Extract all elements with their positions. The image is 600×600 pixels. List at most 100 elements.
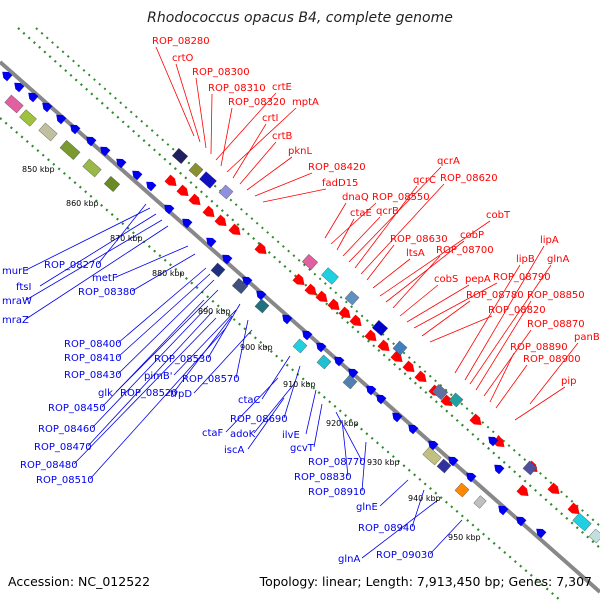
reverse-callout-line	[235, 319, 249, 379]
reverse-gene-arrow	[494, 464, 505, 475]
reverse-gene-label: ctaC	[238, 395, 261, 406]
forward-gene-label: ROP_08700	[436, 245, 494, 256]
reverse-gene-label: iscA	[224, 445, 244, 456]
reverse-callout-line	[313, 403, 323, 448]
forward-gene-label: ROP_08620	[440, 173, 498, 184]
kbp-label: 890 kbp	[198, 307, 231, 316]
forward-gene-label: lipA	[540, 235, 559, 246]
reverse-gene-arrow	[222, 254, 233, 265]
forward-gene-arrow	[469, 413, 482, 425]
reverse-gene-label: ROP_08460	[38, 424, 96, 435]
forward-callout-line	[215, 92, 277, 161]
forward-gene-label: dnaQ	[342, 192, 369, 203]
forward-callout-line	[262, 188, 327, 203]
forward-gene-label: qcrC	[413, 175, 436, 186]
reverse-gene-arrow	[428, 440, 439, 451]
reverse-gene-label: ROP_08770	[308, 457, 366, 468]
reverse-gene-label: ROP_08400	[64, 339, 122, 350]
feature-block	[103, 175, 121, 193]
forward-gene-arrow	[304, 283, 317, 295]
forward-gene-label: ctaE	[350, 208, 372, 219]
forward-callout-line	[336, 218, 355, 251]
feature-block	[301, 253, 319, 271]
kbp-label: 920 kbp	[326, 419, 359, 428]
reverse-callout-line	[117, 273, 211, 358]
reverse-gene-arrow	[334, 356, 345, 367]
reverse-gene-label: murE	[2, 266, 29, 277]
forward-gene-label: ROP_08300	[192, 67, 250, 78]
feature-block	[572, 512, 592, 532]
reverse-callout-line	[173, 309, 237, 376]
forward-gene-label: ROP_08550	[372, 192, 430, 203]
reverse-gene-label: ROP_08690	[230, 414, 288, 425]
reverse-gene-label: ROP_08450	[48, 403, 106, 414]
feature-block	[371, 319, 389, 337]
reverse-callout-line	[335, 411, 363, 462]
feature-block	[231, 277, 249, 295]
feature-block	[38, 122, 58, 142]
feature-blocks	[4, 94, 600, 544]
feature-block	[422, 446, 442, 466]
forward-callout-line	[399, 284, 439, 317]
forward-gene-label: ROP_08820	[488, 305, 546, 316]
forward-gene-arrow	[228, 223, 241, 235]
forward-gene-label: ROP_08790	[493, 272, 551, 283]
reverse-gene-label: ROP_08520	[120, 388, 178, 399]
forward-gene-arrow	[292, 273, 305, 285]
forward-gene-label: pip	[561, 376, 576, 387]
reverse-gene-label: ROP_08270	[44, 260, 102, 271]
feature-block	[171, 147, 189, 165]
reverse-gene-label: adoK	[230, 429, 256, 440]
reverse-gene-label: gcvT	[290, 443, 315, 454]
forward-gene-arrow	[214, 214, 227, 226]
forward-gene-label: cobT	[486, 210, 511, 221]
reverse-gene-label: metF	[92, 273, 118, 284]
forward-callout-line	[220, 107, 233, 167]
reverse-gene-arrow	[282, 314, 293, 325]
reverse-callout-line	[247, 397, 285, 450]
feature-block	[436, 458, 452, 474]
forward-gene-label: ROP_08780	[466, 290, 524, 301]
forward-callout-line	[175, 63, 201, 143]
reverse-gene-label: glnA	[338, 554, 360, 565]
reverse-gene-arrow	[42, 102, 53, 113]
forward-callout-line	[195, 77, 207, 149]
forward-gene-label: lipB	[516, 254, 535, 265]
forward-gene-arrow	[364, 329, 377, 341]
reverse-callout-line	[193, 329, 253, 394]
reverse-gene-label: mraW	[2, 296, 32, 307]
reverse-gene-arrow	[256, 290, 267, 301]
forward-gene-label: ROP_08850	[527, 290, 585, 301]
forward-gene-label: fadD15	[322, 178, 358, 189]
feature-block	[19, 109, 37, 127]
forward-callout-line	[421, 300, 471, 337]
forward-callout-line	[360, 183, 445, 275]
feature-block	[454, 482, 470, 498]
forward-callout-line	[413, 282, 498, 329]
reverse-gene-arrow	[516, 516, 527, 527]
forward-callout-line	[354, 185, 418, 269]
reverse-gene-arrow	[408, 424, 419, 435]
reverse-callout-line	[379, 479, 409, 507]
reverse-callout-line	[361, 499, 439, 559]
forward-gene-arrow	[567, 502, 580, 514]
forward-gene-label: crtO	[172, 53, 194, 64]
forward-callout-line	[475, 300, 532, 391]
forward-gene-label: crtI	[262, 113, 278, 124]
forward-gene-label: ROP_08630	[390, 234, 448, 245]
feature-block	[59, 140, 81, 160]
reverse-gene-arrow	[316, 342, 327, 353]
forward-gene-label: crtE	[272, 82, 292, 93]
feature-block	[522, 460, 538, 476]
forward-callout-line	[210, 93, 213, 155]
forward-gene-label: ROP_08320	[228, 97, 286, 108]
reverse-gene-arrow	[100, 146, 111, 157]
reverse-gene-arrow	[182, 218, 193, 229]
reverse-gene-arrow	[206, 237, 217, 248]
reverse-gene-label: ROP_08530	[154, 354, 212, 365]
forward-gene-label: ROP_08870	[527, 319, 585, 330]
reverse-callout-line	[87, 311, 213, 447]
forward-callout-line	[483, 329, 532, 397]
forward-gene-arrow	[402, 360, 415, 372]
reverse-gene-arrow	[376, 394, 387, 405]
